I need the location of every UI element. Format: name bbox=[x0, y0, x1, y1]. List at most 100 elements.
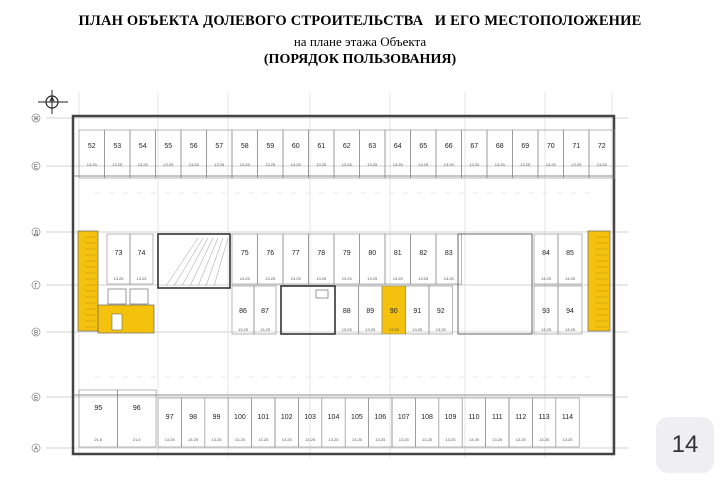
space-area: 13.25 bbox=[113, 276, 124, 281]
space-area: 13.25 bbox=[412, 327, 423, 332]
ramp-hatch bbox=[213, 237, 229, 287]
space-number: 70 bbox=[547, 143, 555, 150]
space-number: 65 bbox=[419, 143, 427, 150]
parking-space bbox=[253, 285, 277, 335]
shaft-marker bbox=[315, 289, 329, 299]
space-number: 59 bbox=[266, 143, 274, 150]
parking-spaces: 5213.255313.255413.255513.255613.255713.… bbox=[78, 129, 615, 448]
space-number: 110 bbox=[468, 414, 479, 421]
space-area: 13.25 bbox=[136, 276, 147, 281]
space-area: 13.25 bbox=[469, 437, 480, 442]
right-stair-core bbox=[587, 230, 611, 332]
space-area: 13.25 bbox=[422, 437, 433, 442]
space-number: 109 bbox=[445, 414, 457, 421]
space-number: 99 bbox=[213, 414, 221, 421]
space-area: 13.25 bbox=[240, 276, 251, 281]
parking-space bbox=[563, 129, 590, 179]
space-number: 96 bbox=[133, 405, 141, 412]
space-area: 13.25 bbox=[565, 276, 576, 281]
space-number: 102 bbox=[281, 414, 293, 421]
service-room bbox=[111, 313, 123, 331]
ramp-hatch bbox=[181, 237, 209, 287]
ramp-hatch bbox=[189, 237, 214, 287]
ramp-hatch bbox=[205, 237, 224, 287]
space-area: 13.25 bbox=[291, 162, 302, 167]
space-number: 97 bbox=[166, 414, 174, 421]
space-number: 89 bbox=[366, 308, 374, 315]
space-number: 75 bbox=[241, 250, 249, 257]
parking-space bbox=[308, 129, 335, 179]
space-number: 104 bbox=[328, 414, 340, 421]
space-number: 77 bbox=[292, 250, 300, 257]
page-subtitle: на плане этажа Объекта bbox=[293, 34, 427, 49]
space-area: 21.6 bbox=[94, 437, 103, 442]
space-number: 101 bbox=[257, 414, 269, 421]
space-number: 103 bbox=[304, 414, 316, 421]
parking-space bbox=[555, 397, 580, 448]
space-area: 13.25 bbox=[352, 437, 363, 442]
space-number: 69 bbox=[521, 143, 529, 150]
axis-marker bbox=[31, 161, 41, 171]
ramp-hatch bbox=[165, 237, 199, 287]
parking-space bbox=[512, 129, 539, 179]
parking-space bbox=[359, 129, 386, 179]
space-area: 13.25 bbox=[240, 162, 251, 167]
space-number: 68 bbox=[496, 143, 504, 150]
space-number: 62 bbox=[343, 143, 351, 150]
space-number: 86 bbox=[239, 308, 247, 315]
parking-space bbox=[231, 129, 258, 179]
plan-features bbox=[77, 192, 611, 378]
space-number: 55 bbox=[164, 143, 172, 150]
lift-shaft bbox=[107, 288, 127, 305]
space-number: 85 bbox=[566, 250, 574, 257]
space-number: 58 bbox=[241, 143, 249, 150]
space-number: 73 bbox=[115, 250, 123, 257]
space-area: 13.25 bbox=[163, 162, 174, 167]
axis-label: Е bbox=[34, 165, 38, 171]
space-area: 13.25 bbox=[492, 437, 503, 442]
space-area: 13.25 bbox=[342, 327, 353, 332]
space-number: 79 bbox=[343, 250, 351, 257]
space-area: 13.25 bbox=[418, 162, 429, 167]
space-number: 57 bbox=[215, 143, 223, 150]
central-shaft bbox=[280, 285, 336, 335]
space-area: 13.25 bbox=[258, 437, 269, 442]
ramp-core bbox=[157, 233, 231, 289]
parking-space bbox=[282, 129, 309, 179]
space-number: 64 bbox=[394, 143, 402, 150]
axis-label: В bbox=[34, 331, 38, 337]
page-note: (ПОРЯДОК ПОЛЬЗОВАНИЯ) bbox=[263, 52, 457, 67]
space-number: 92 bbox=[437, 308, 445, 315]
space-number: 93 bbox=[542, 308, 550, 315]
service-corridor bbox=[97, 304, 155, 334]
space-area: 13.25 bbox=[316, 162, 327, 167]
parking-space bbox=[180, 129, 207, 179]
ramp-hatch bbox=[173, 237, 204, 287]
space-area: 13.25 bbox=[565, 327, 576, 332]
space-area: 13.25 bbox=[393, 162, 404, 167]
page-title: ПЛАН ОБЪЕКТА ДОЛЕВОГО СТРОИТЕЛЬСТВА И ЕГ… bbox=[78, 13, 642, 29]
space-area: 13.25 bbox=[375, 437, 386, 442]
space-number: 84 bbox=[542, 250, 550, 257]
space-number: 66 bbox=[445, 143, 453, 150]
parking-space bbox=[486, 129, 513, 179]
ramp-hatch bbox=[197, 237, 219, 287]
space-number: 63 bbox=[368, 143, 376, 150]
parking-space bbox=[435, 129, 462, 179]
compass-icon bbox=[38, 90, 68, 114]
axis-marker bbox=[31, 113, 41, 123]
parking-space bbox=[588, 129, 615, 179]
space-area: 13.25 bbox=[235, 437, 246, 442]
space-area: 21.6 bbox=[133, 437, 142, 442]
space-number: 76 bbox=[266, 250, 274, 257]
space-number: 106 bbox=[374, 414, 386, 421]
axis-marker bbox=[31, 327, 41, 337]
space-number: 91 bbox=[413, 308, 421, 315]
space-number: 71 bbox=[572, 143, 580, 150]
space-area: 13.25 bbox=[541, 276, 552, 281]
space-number: 53 bbox=[113, 143, 121, 150]
parking-space bbox=[155, 129, 182, 179]
space-area: 13.25 bbox=[342, 276, 353, 281]
space-number: 81 bbox=[394, 250, 402, 257]
